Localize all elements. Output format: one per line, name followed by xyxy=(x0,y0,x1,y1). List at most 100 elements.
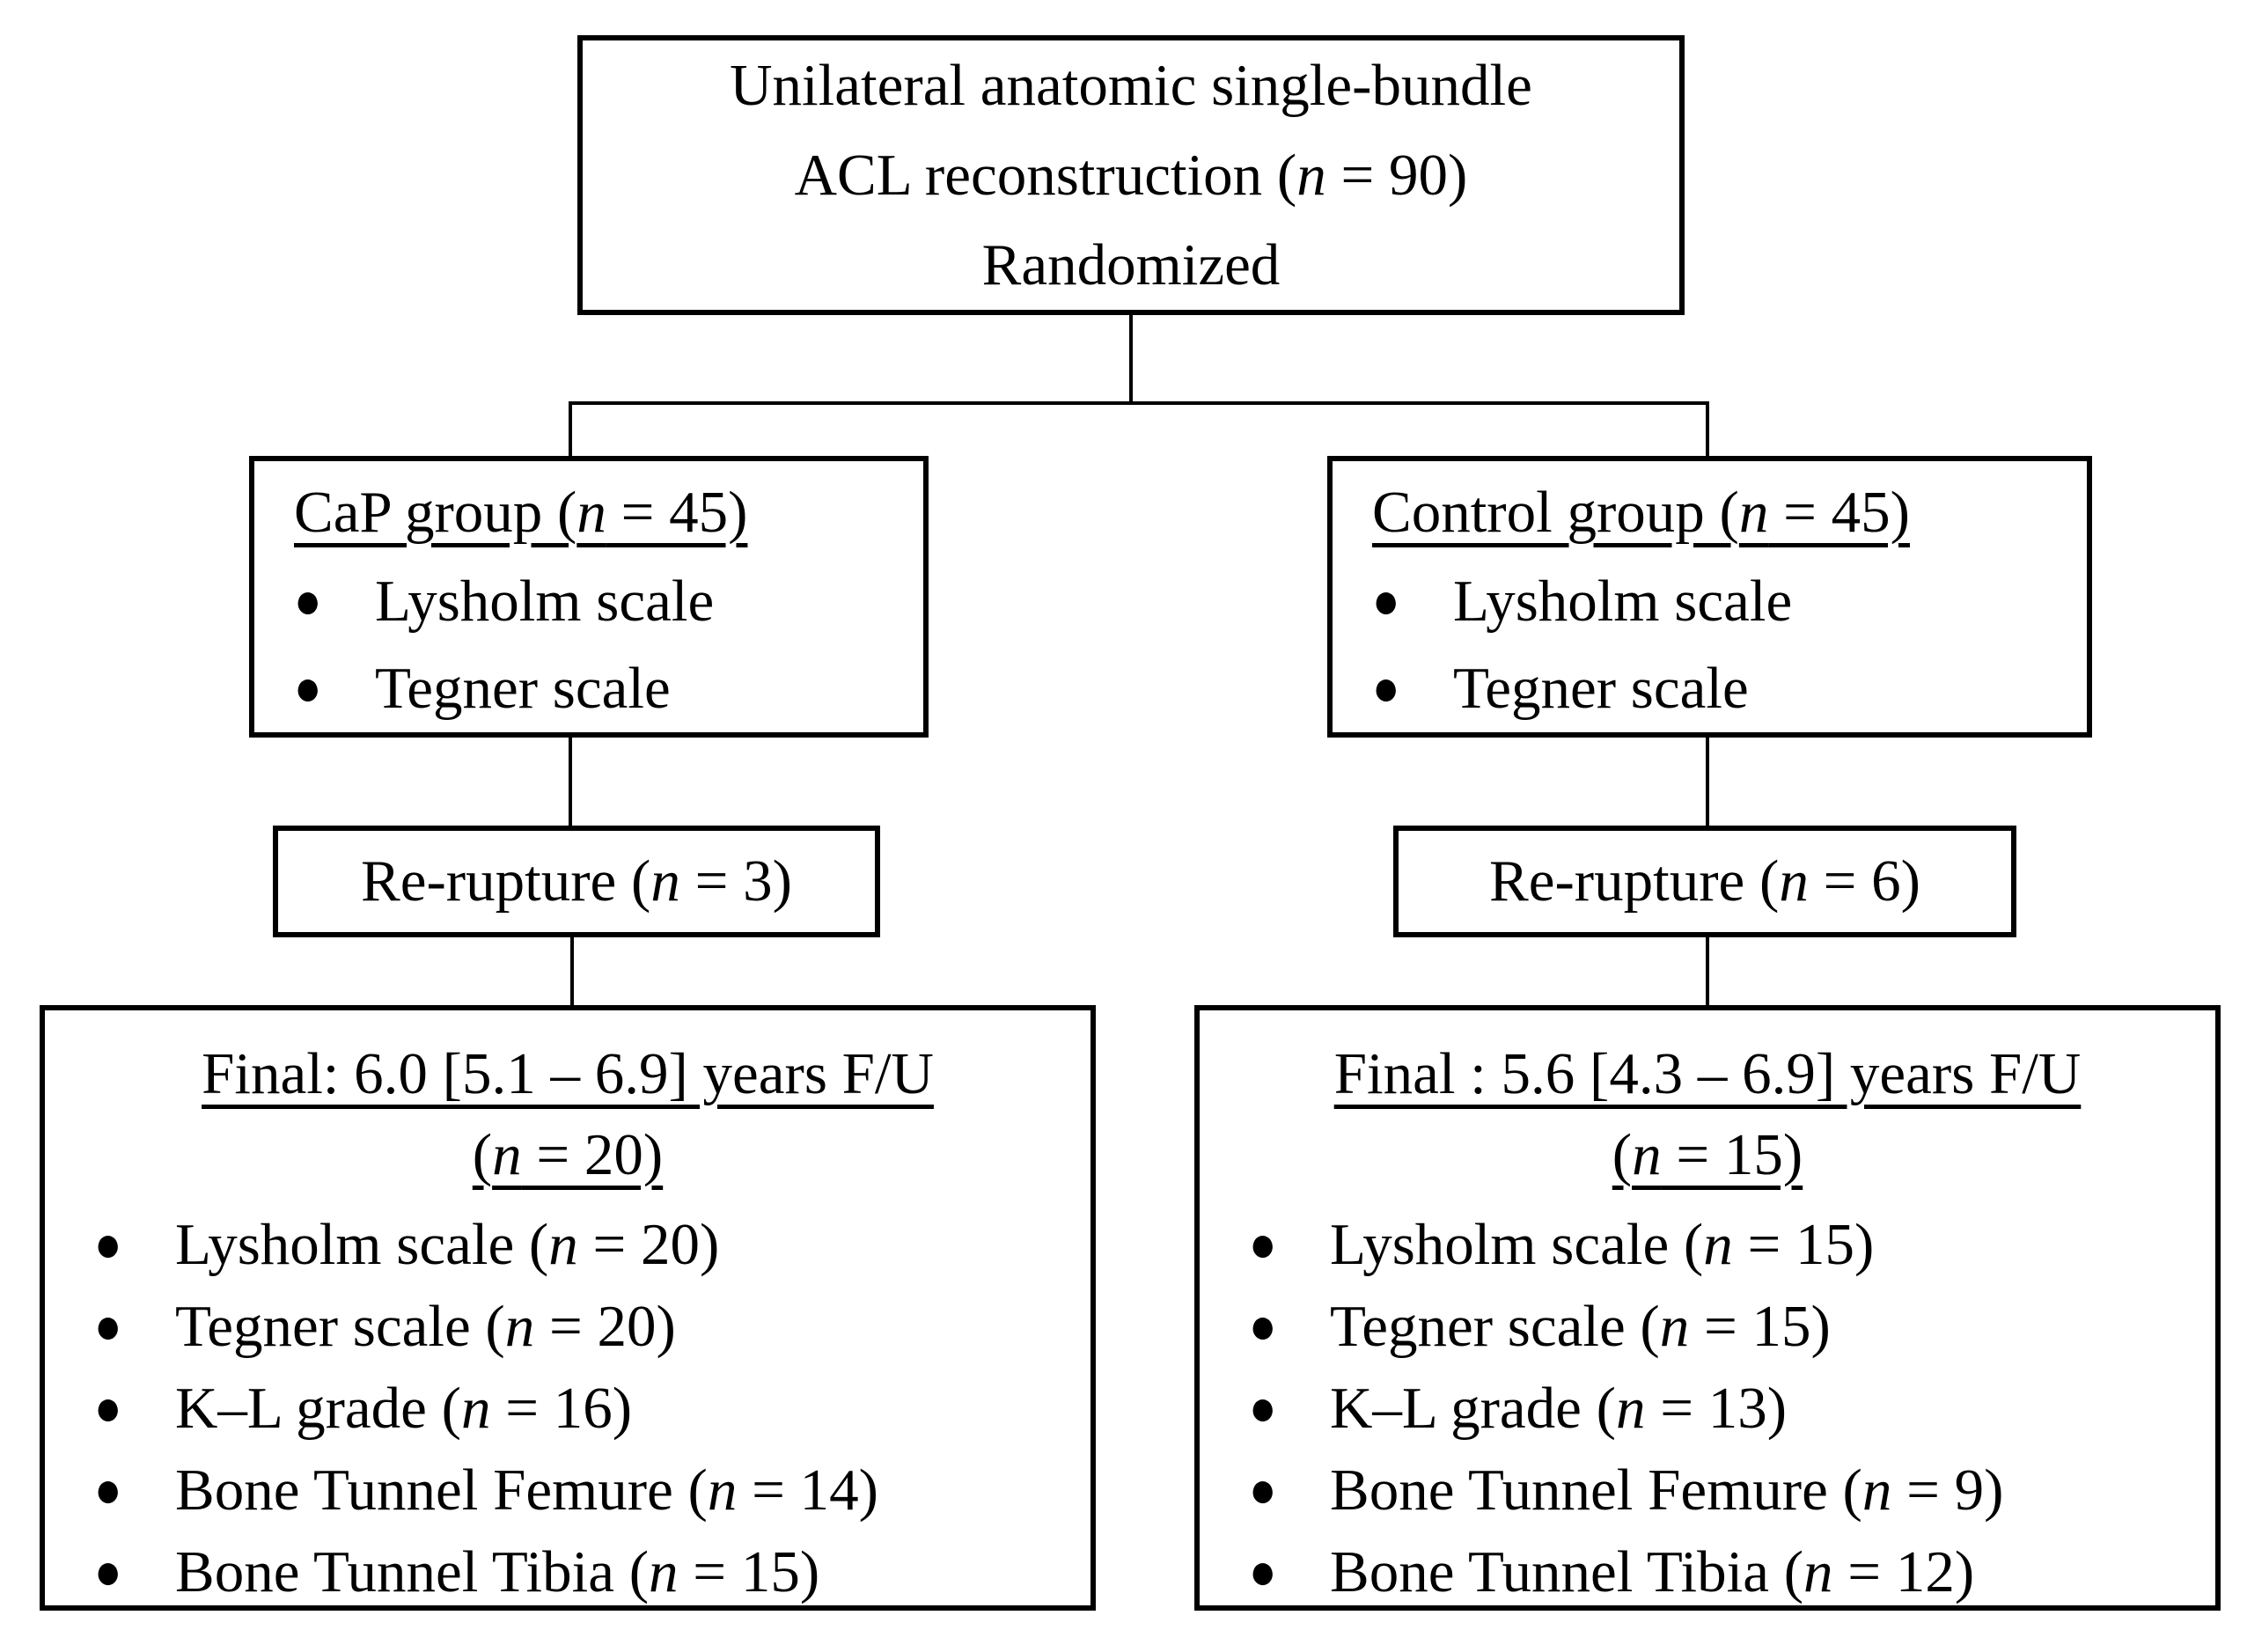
final-control-title: Final : 5.6 [4.3 – 6.9] years F/U xyxy=(1200,1033,2215,1114)
rerupture-text: Re-rupture (n = 6) xyxy=(1489,848,1920,915)
control-group-items: ● Lysholm scale ● Tegner scale xyxy=(1372,558,2069,732)
text-run: = 14) xyxy=(737,1457,878,1523)
box-final-control: Final : 5.6 [4.3 – 6.9] years F/U (n = 1… xyxy=(1194,1005,2221,1611)
list-item: ● Lysholm scale xyxy=(294,558,906,645)
n-variable: n xyxy=(1861,1457,1892,1523)
box-rerupture-control: Re-rupture (n = 6) xyxy=(1393,826,2016,937)
box-final-cap: Final: 6.0 [5.1 – 6.9] years F/U (n = 20… xyxy=(40,1005,1096,1611)
list-item: ● Bone Tunnel Tibia (n = 15) xyxy=(94,1531,1090,1613)
item-label: K–L grade (n = 13) xyxy=(1330,1375,1787,1443)
bullet-icon: ● xyxy=(294,573,322,629)
bullet-icon: ● xyxy=(294,660,322,716)
title-text: (n = 20) xyxy=(473,1121,663,1189)
item-label: Lysholm scale (n = 15) xyxy=(1330,1211,1874,1279)
connector-control-to-rerupture xyxy=(1706,738,1709,826)
bullet-icon: ● xyxy=(1249,1462,1277,1518)
bullet-icon: ● xyxy=(94,1216,122,1273)
n-variable: n xyxy=(1659,1294,1690,1359)
item-label: Tegner scale (n = 15) xyxy=(1330,1293,1831,1361)
cap-group-title: CaP group (n = 45) xyxy=(294,466,906,558)
list-item: ● Lysholm scale (n = 20) xyxy=(94,1204,1090,1286)
final-control-items: ● Lysholm scale (n = 15) ● Tegner scale … xyxy=(1200,1204,2215,1613)
n-variable: n xyxy=(707,1457,738,1523)
list-item: ● Bone Tunnel Tibia (n = 12) xyxy=(1249,1531,2215,1613)
text-run: Lysholm scale ( xyxy=(1330,1212,1704,1277)
text-run: K–L grade ( xyxy=(1330,1376,1616,1441)
text-run: = 3) xyxy=(679,848,792,914)
text-run: = 15) xyxy=(1732,1212,1875,1277)
text-run: Re-rupture ( xyxy=(1489,848,1780,914)
item-label: Lysholm scale xyxy=(1453,569,1793,634)
text-run: = 15) xyxy=(678,1539,820,1604)
bullet-icon: ● xyxy=(1249,1298,1277,1355)
text-run: Re-rupture ( xyxy=(361,848,651,914)
list-item: ● K–L grade (n = 16) xyxy=(94,1368,1090,1450)
text-run: = 20) xyxy=(534,1294,676,1359)
box-acl-reconstruction: Unilateral anatomic single-bundle ACL re… xyxy=(577,35,1685,315)
final-cap-items: ● Lysholm scale (n = 20) ● Tegner scale … xyxy=(45,1204,1090,1613)
n-variable: n xyxy=(649,1539,679,1604)
control-group-title: Control group (n = 45) xyxy=(1372,466,2069,558)
text-run: ( xyxy=(472,1121,493,1187)
text-run: = 6) xyxy=(1808,848,1920,914)
text-run: = 16) xyxy=(490,1376,633,1441)
text-run: = 90) xyxy=(1325,143,1468,208)
text-run: Bone Tunnel Femure ( xyxy=(1330,1457,1862,1523)
text-run: Control group ( xyxy=(1372,479,1739,545)
final-control-n-line: (n = 15) xyxy=(1200,1114,2215,1195)
n-variable: n xyxy=(492,1121,522,1187)
connector-rerupture-to-final-left xyxy=(570,937,574,1005)
bullet-icon: ● xyxy=(94,1544,122,1600)
title-text: CaP group (n = 45) xyxy=(294,479,747,547)
n-variable: n xyxy=(1738,479,1769,545)
n-variable: n xyxy=(576,479,606,545)
text-run: = 13) xyxy=(1645,1376,1788,1441)
item-label: Bone Tunnel Tibia (n = 15) xyxy=(175,1538,819,1606)
list-item: ● Bone Tunnel Femure (n = 9) xyxy=(1249,1450,2215,1531)
text-run: = 45) xyxy=(1768,479,1910,545)
bullet-icon: ● xyxy=(94,1462,122,1518)
text-run: K–L grade ( xyxy=(175,1376,461,1441)
list-item: ● Tegner scale (n = 15) xyxy=(1249,1286,2215,1368)
connector-cap-to-rerupture xyxy=(569,738,572,826)
item-label: Bone Tunnel Tibia (n = 12) xyxy=(1330,1538,1974,1606)
final-cap-n-line: (n = 20) xyxy=(45,1114,1090,1195)
bullet-icon: ● xyxy=(94,1380,122,1436)
rerupture-text: Re-rupture (n = 3) xyxy=(361,848,792,915)
list-item: ● Tegner scale xyxy=(1372,645,2069,732)
item-label: Bone Tunnel Femure (n = 9) xyxy=(1330,1457,2003,1524)
list-item: ● Lysholm scale xyxy=(1372,558,2069,645)
top-line-1: Unilateral anatomic single-bundle xyxy=(730,53,1532,118)
item-label: Lysholm scale (n = 20) xyxy=(175,1211,719,1279)
item-label: Tegner scale xyxy=(375,656,671,721)
text-run: = 15) xyxy=(1661,1121,1803,1187)
connector-top-vertical xyxy=(1129,315,1133,403)
text-run: Lysholm scale ( xyxy=(175,1212,549,1277)
text-run: Bone Tunnel Tibia ( xyxy=(1330,1539,1804,1604)
list-item: ● K–L grade (n = 13) xyxy=(1249,1368,2215,1450)
box-cap-group: CaP group (n = 45) ● Lysholm scale ● Teg… xyxy=(249,456,929,738)
bullet-icon: ● xyxy=(94,1298,122,1355)
n-variable: n xyxy=(1779,848,1809,914)
title-text: Control group (n = 45) xyxy=(1372,479,1910,547)
item-label: Tegner scale (n = 20) xyxy=(175,1293,676,1361)
n-variable: n xyxy=(1803,1539,1833,1604)
title-text: Final : 5.6 [4.3 – 6.9] years F/U xyxy=(1333,1040,2082,1106)
item-label: Tegner scale xyxy=(1453,656,1749,721)
list-item: ● Tegner scale xyxy=(294,645,906,732)
n-variable: n xyxy=(548,1212,578,1277)
top-line-2: ACL reconstruction (n = 90) xyxy=(795,130,1468,220)
connector-rerupture-to-final-right xyxy=(1706,937,1709,1005)
text-run: ACL reconstruction ( xyxy=(794,143,1297,208)
bullet-icon: ● xyxy=(1372,660,1400,716)
connector-branch-horizontal xyxy=(569,401,1709,405)
connector-left-drop xyxy=(569,401,572,456)
n-variable: n xyxy=(504,1294,535,1359)
text-run: CaP group ( xyxy=(294,479,577,545)
n-variable: n xyxy=(1632,1121,1662,1187)
text-run: = 9) xyxy=(1891,1457,2004,1523)
bullet-icon: ● xyxy=(1249,1544,1277,1600)
text-run: Bone Tunnel Tibia ( xyxy=(175,1539,650,1604)
top-line-3: Randomized xyxy=(981,232,1281,297)
